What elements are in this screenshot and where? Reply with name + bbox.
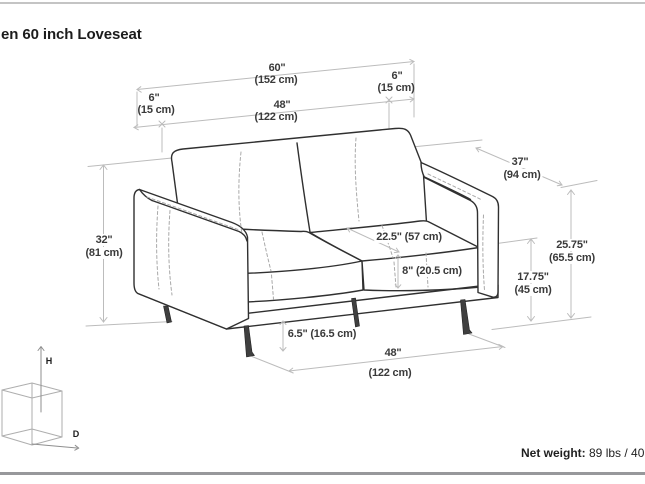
dim-left-arm-width-in: 6" bbox=[148, 91, 160, 104]
dim-arm-height-cm: (65.5 cm) bbox=[547, 251, 597, 265]
dim-right-arm-width-cm: (15 cm) bbox=[377, 81, 415, 94]
dim-right-arm-width-in: 6" bbox=[391, 69, 403, 82]
seat-cushion-left-crease bbox=[242, 260, 363, 275]
backrest bbox=[170, 127, 429, 253]
net-weight: Net weight: 89 lbs / 40 bbox=[521, 446, 645, 460]
dim-overall-depth-in: 37" bbox=[509, 155, 531, 169]
dim-seat-depth: 22.5" (57 cm) bbox=[374, 230, 444, 244]
dim-seat-interior-width-in: 48" bbox=[273, 98, 291, 111]
dim-seat-height-in: 17.75" bbox=[515, 270, 551, 284]
dim-leg-height: 6.5" (16.5 cm) bbox=[287, 327, 357, 340]
frame-top-edge bbox=[228, 283, 498, 317]
left-arm-back-cap bbox=[138, 188, 153, 202]
cube-height-axis-label: H bbox=[45, 356, 53, 366]
dim-overall-height-cm: (81 cm) bbox=[83, 246, 125, 260]
loveseat-drawing bbox=[133, 127, 500, 358]
bottom-divider bbox=[0, 472, 645, 475]
dim-base-width-cm: (122 cm) bbox=[368, 366, 412, 379]
legs bbox=[163, 297, 473, 358]
stitch-lines bbox=[146, 137, 485, 300]
dim-arm-height-in: 25.75" bbox=[554, 238, 590, 252]
right-arm-inner-edge bbox=[423, 176, 472, 201]
top-divider bbox=[0, 2, 645, 4]
dim-overall-width-cm: (152 cm) bbox=[254, 73, 298, 86]
net-weight-label: Net weight: bbox=[521, 446, 586, 460]
dim-overall-width-in: 60" bbox=[268, 61, 286, 74]
dim-overall-height-in: 32" bbox=[93, 233, 115, 247]
dim-cushion-thickness: 8" (20.5 cm) bbox=[400, 264, 464, 278]
net-weight-value: 89 lbs / 40 bbox=[585, 446, 645, 460]
dim-left-arm-width-cm: (15 cm) bbox=[137, 103, 175, 116]
inner-dimension-lines bbox=[279, 226, 402, 352]
seat-cushion-right-crease bbox=[361, 246, 480, 262]
backrest-seam bbox=[296, 142, 311, 233]
dim-seat-height-cm: (45 cm) bbox=[512, 283, 554, 297]
dim-base-width-in: 48" bbox=[384, 346, 402, 359]
axis-cube-icon bbox=[1, 346, 80, 451]
dim-seat-interior-width-cm: (122 cm) bbox=[254, 110, 298, 123]
dim-overall-depth-cm: (94 cm) bbox=[501, 168, 543, 182]
page-title: en 60 inch Loveseat bbox=[1, 26, 142, 43]
dimension-lines bbox=[85, 58, 598, 374]
left-arm-inner-edge bbox=[151, 199, 248, 242]
cube-depth-axis-label: D bbox=[72, 429, 80, 439]
